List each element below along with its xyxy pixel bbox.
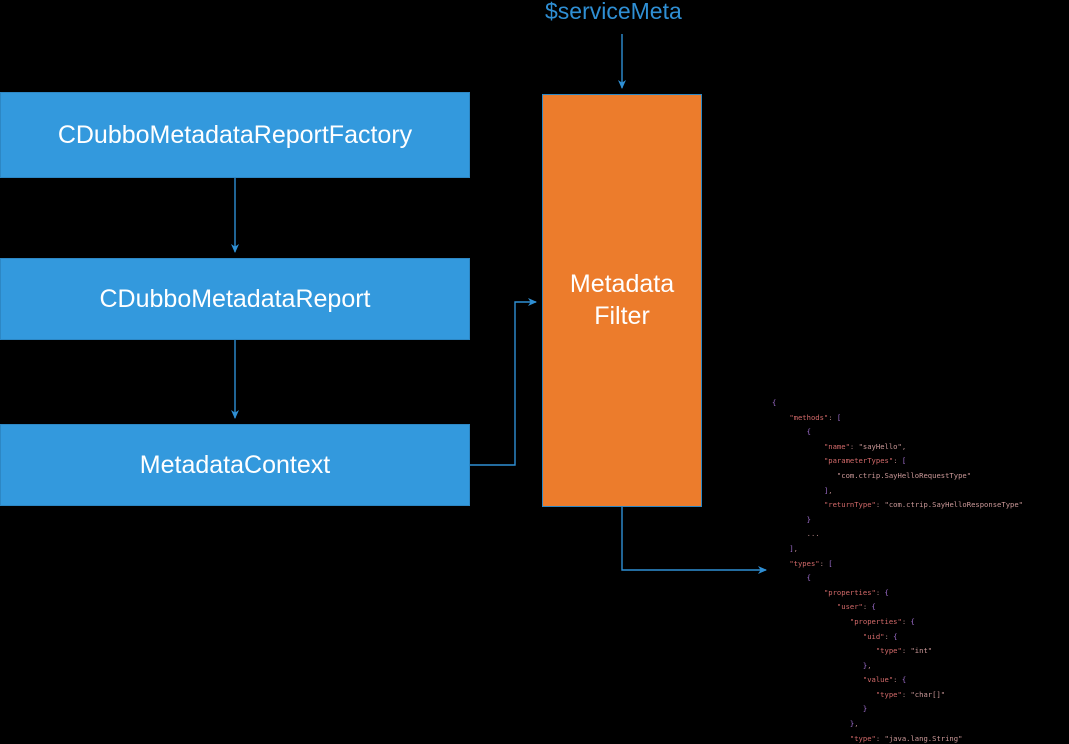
json-line: "type": "char[]" — [875, 689, 946, 699]
service-meta-label: $serviceMeta — [545, 0, 682, 24]
edge-context-to-filter — [470, 298, 537, 466]
json-output-block: { "methods": [ { "name": "sayHello", "pa… — [772, 396, 1023, 744]
edge-filter-to-json — [621, 507, 767, 574]
node-cdubbometadatareport[interactable]: CDubboMetadataReport — [0, 258, 470, 340]
json-line: } — [806, 514, 811, 524]
json-line: "methods": [ — [789, 412, 842, 422]
json-line: "parameterTypes": [ — [823, 456, 907, 466]
json-line: }, — [849, 719, 859, 729]
json-line: "name": "sayHello", — [823, 441, 907, 451]
json-line: ], — [823, 485, 833, 495]
json-line: "user": { — [836, 602, 876, 612]
node-metadatacontext[interactable]: MetadataContext — [0, 424, 470, 506]
json-line: "type": "int" — [875, 646, 933, 656]
json-line: "type": "java.lang.String" — [849, 733, 963, 743]
node-label: MetadataContext — [139, 450, 331, 479]
node-cdubbometadatareportfactory[interactable]: CDubboMetadataReportFactory — [0, 92, 470, 178]
json-line: "properties": { — [823, 587, 889, 597]
json-line: "properties": { — [849, 616, 915, 626]
json-line: } — [862, 704, 868, 714]
filter-label-line2: Filter — [594, 301, 650, 330]
json-line: { — [806, 573, 811, 583]
json-line: "types": [ — [789, 558, 833, 568]
json-line: "com.ctrip.SayHelloRequestType" — [836, 470, 972, 480]
node-label: CDubboMetadataReport — [99, 284, 371, 313]
json-line: "value": { — [862, 675, 907, 685]
json-line: ... — [806, 529, 820, 539]
json-line: "returnType": "com.ctrip.SayHelloRespons… — [823, 500, 1024, 510]
json-line: "uid": { — [862, 631, 898, 641]
json-line: { — [772, 398, 777, 407]
json-line: }, — [862, 660, 872, 670]
node-label: CDubboMetadataReportFactory — [57, 120, 413, 149]
json-line: { — [806, 427, 811, 437]
filter-label-line1: Metadata — [569, 270, 675, 299]
node-metadata-filter[interactable]: Metadata Filter — [542, 94, 702, 507]
json-line: ], — [789, 543, 798, 553]
filter-label-wrap: Metadata Filter — [570, 269, 674, 332]
